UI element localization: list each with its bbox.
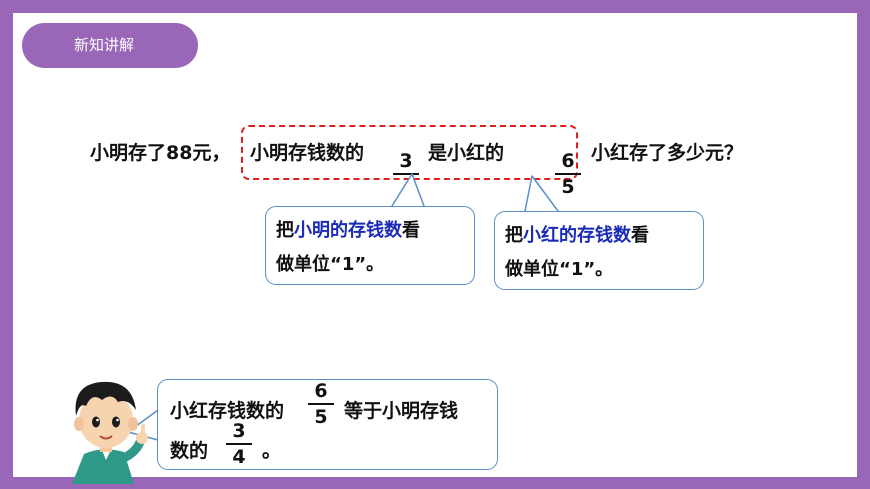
boy-pointing-icon — [72, 381, 148, 484]
bubble-line-2: 做单位“1”。 — [276, 254, 385, 275]
bubble-text: 把 — [505, 225, 523, 246]
fraction-denominator: 4 — [232, 446, 246, 468]
hint-bubble-left: 把小明的存钱数看 做单位“1”。 — [265, 206, 475, 285]
fraction-denominator: 5 — [314, 406, 328, 428]
fraction-numerator: 6 — [314, 380, 328, 402]
hint-bubble-right: 把小红的存钱数看 做单位“1”。 — [494, 211, 704, 290]
explanation-text-1a: 小红存钱数的 — [170, 400, 285, 422]
question-part-3: 是小红的 — [428, 142, 505, 164]
question-part-4: 小红存了多少元？ — [591, 142, 744, 164]
explanation-text-2a: 数的 — [170, 440, 209, 462]
bubble-line-1: 把小明的存钱数看 — [276, 214, 474, 248]
section-tag: 新知讲解 — [22, 23, 198, 68]
bubble-text: 把 — [276, 220, 294, 241]
question-fraction-2: 6 5 — [555, 150, 581, 198]
fraction-bar — [555, 173, 581, 175]
fraction-bar — [308, 403, 334, 405]
explanation-text-1b: 等于小明存钱 — [344, 400, 459, 422]
bubble-line-2: 做单位“1”。 — [505, 259, 614, 280]
bubble-highlight: 小红的存钱数 — [523, 225, 631, 246]
bubble-text: 看 — [631, 225, 649, 246]
bubble-highlight: 小明的存钱数 — [294, 220, 402, 241]
question-part-1: 小明存了88元， — [90, 142, 231, 164]
fraction-bar — [226, 443, 252, 445]
fraction-bar — [393, 173, 419, 175]
fraction-denominator: 5 — [561, 176, 575, 198]
explanation-bubble: 小红存钱数的 6 5 等于小明存钱 数的 3 4 。 — [157, 379, 498, 470]
question-part-2: 小明存钱数的 — [250, 142, 365, 164]
explanation-fraction-a: 6 5 — [308, 380, 334, 428]
fraction-numerator: 3 — [399, 150, 413, 172]
question-fraction-1: 3 — [393, 150, 419, 176]
fraction-numerator: 6 — [561, 150, 575, 172]
bubble-text: 看 — [402, 220, 420, 241]
explanation-text-2b: 。 — [262, 440, 282, 462]
bubble-line-1: 把小红的存钱数看 — [505, 219, 703, 253]
explanation-fraction-b: 3 4 — [226, 420, 252, 468]
fraction-numerator: 3 — [232, 420, 246, 442]
